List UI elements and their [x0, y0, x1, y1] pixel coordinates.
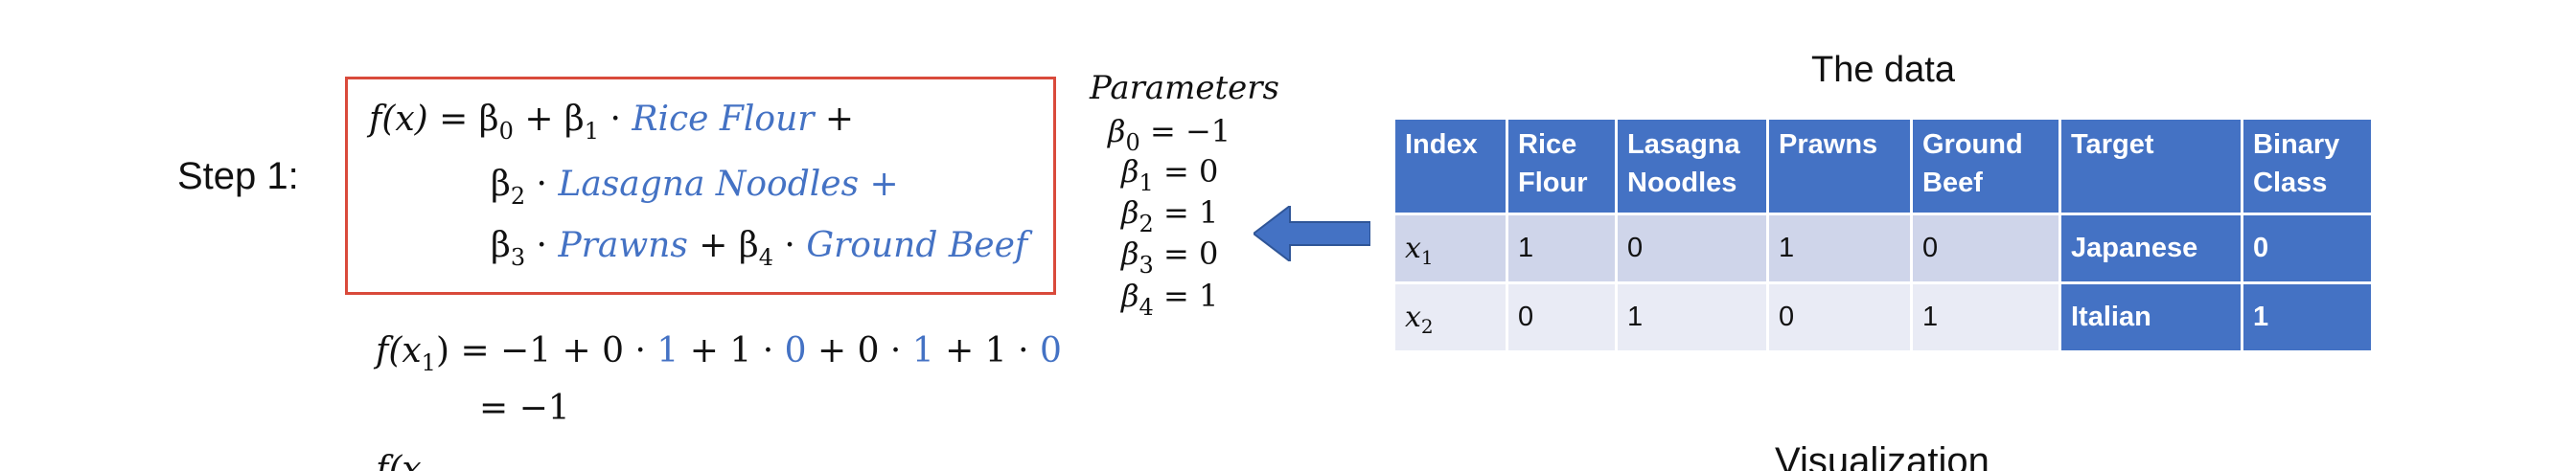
- step-label: Step 1:: [177, 155, 299, 197]
- param-beta-2: β2 = 1: [1121, 194, 1219, 237]
- data-title: The data: [1811, 50, 1955, 90]
- formula-box: [345, 77, 1056, 295]
- evaluation-line-1: f(x1) = −1 + 0 · 1 + 1 · 0 + 0 · 1 + 1 ·…: [376, 331, 1062, 376]
- term-prawns: Prawns: [558, 226, 688, 265]
- evaluation-line-2: = −1: [479, 389, 570, 428]
- formula-line-3: β3 · Prawns + β4 · Ground Beef: [491, 226, 1028, 271]
- param-beta-3: β3 = 0: [1121, 236, 1219, 279]
- table-cell: 0: [1766, 281, 1913, 353]
- evaluation-line-3-partial: f(x: [376, 450, 422, 471]
- formula-fx: f(x): [369, 100, 428, 139]
- header-index: Index: [1392, 117, 1508, 215]
- header-prawns: Prawns: [1766, 117, 1913, 215]
- table-cell: 0: [1910, 213, 2061, 284]
- cell-index: x1: [1392, 213, 1508, 284]
- header-lasagna-noodles: Lasagna Noodles: [1615, 117, 1769, 215]
- table-row: x2 0 1 0 1 Italian 1: [1392, 281, 2374, 353]
- table-cell: 1: [1910, 281, 2061, 353]
- table-cell-target: Italian: [2058, 281, 2243, 353]
- formula-line-2: β2 · Lasagna Noodles +: [491, 165, 899, 210]
- header-ground-beef: Ground Beef: [1910, 117, 2061, 215]
- table-cell: 0: [1615, 213, 1769, 284]
- formula-line-1: f(x) = β0 + β1 · Rice Flour +: [369, 100, 855, 145]
- table-cell: 1: [1615, 281, 1769, 353]
- table-header-row: Index Rice Flour Lasagna Noodles Prawns …: [1392, 117, 2374, 215]
- param-beta-1: β1 = 0: [1121, 153, 1219, 196]
- header-rice-flour: Rice Flour: [1506, 117, 1618, 215]
- table-row: x1 1 0 1 0 Japanese 0: [1392, 213, 2374, 284]
- term-rice-flour: Rice Flour: [632, 100, 815, 139]
- visualization-title: Visualization: [1775, 440, 1990, 471]
- cell-index: x2: [1392, 281, 1508, 353]
- param-beta-0: β0 = −1: [1108, 113, 1231, 156]
- table-cell: 1: [1766, 213, 1913, 284]
- param-beta-4: β4 = 1: [1121, 278, 1219, 321]
- term-ground-beef: Ground Beef: [806, 226, 1028, 265]
- header-target: Target: [2058, 117, 2243, 215]
- table-cell-target: Japanese: [2058, 213, 2243, 284]
- parameters-title: Parameters: [1090, 69, 1279, 107]
- table-cell: 1: [1506, 213, 1618, 284]
- table-cell-class: 0: [2241, 213, 2374, 284]
- left-arrow-icon: [1254, 206, 1370, 261]
- data-table: Index Rice Flour Lasagna Noodles Prawns …: [1392, 117, 2374, 353]
- table-cell: 0: [1506, 281, 1618, 353]
- table-cell-class: 1: [2241, 281, 2374, 353]
- header-binary-class: Binary Class: [2241, 117, 2374, 215]
- term-lasagna: Lasagna Noodles +: [558, 165, 899, 204]
